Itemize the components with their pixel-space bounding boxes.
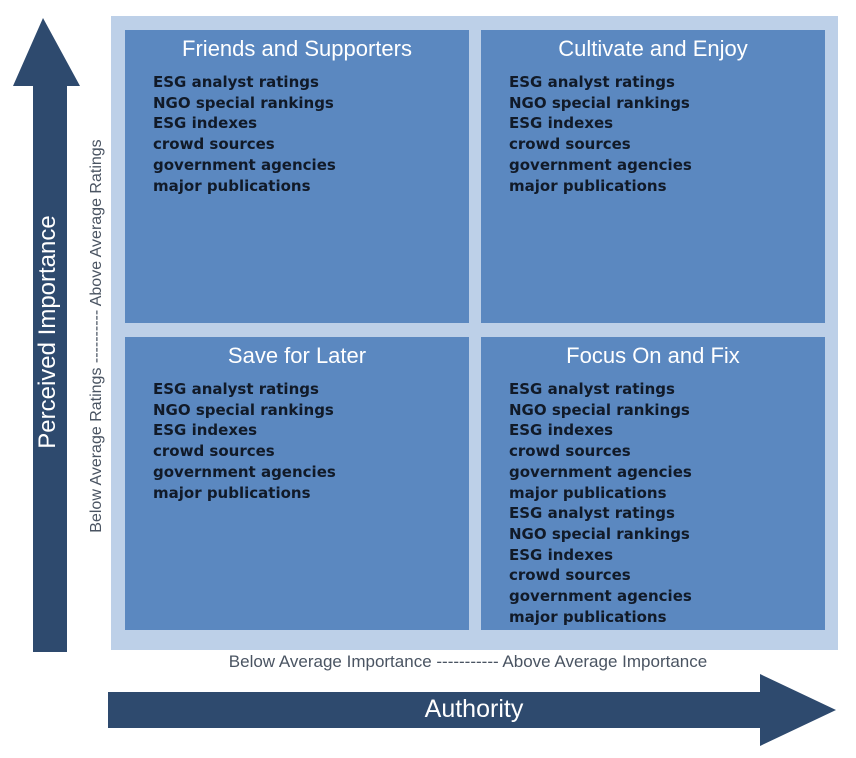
list-item: major publications <box>509 607 667 626</box>
quadrant-friends-and-supporters: Friends and Supporters ESG analyst ratin… <box>125 30 469 323</box>
list-item: NGO special rankings <box>153 400 334 419</box>
list-item: ESG analyst ratings <box>509 504 675 523</box>
list-item: government agencies <box>509 155 692 174</box>
vertical-axis-caption: Below Average Ratings ---------- Above A… <box>88 139 105 533</box>
list-item: ESG indexes <box>153 421 258 440</box>
list-item: NGO special rankings <box>509 93 690 112</box>
list-item: ESG indexes <box>509 545 614 564</box>
horizontal-axis-title: Authority <box>424 695 524 723</box>
list-item: government agencies <box>153 462 336 481</box>
list-item: NGO special rankings <box>509 400 690 419</box>
quadrant-title: Friends and Supporters <box>182 36 412 61</box>
vertical-arrow <box>13 18 80 652</box>
list-item: ESG indexes <box>153 114 258 133</box>
horizontal-arrow <box>108 674 836 746</box>
list-item: crowd sources <box>153 442 275 461</box>
list-item: ESG indexes <box>509 421 614 440</box>
list-item: crowd sources <box>153 135 275 154</box>
list-item: government agencies <box>509 462 692 481</box>
list-item: NGO special rankings <box>153 93 334 112</box>
list-item: major publications <box>509 483 667 502</box>
list-item: major publications <box>509 176 667 195</box>
quadrant-title: Cultivate and Enjoy <box>558 36 748 61</box>
vertical-axis-title: Perceived Importance <box>34 215 61 449</box>
list-item: ESG analyst ratings <box>509 380 675 398</box>
list-item: major publications <box>153 483 311 502</box>
horizontal-axis-caption: Below Average Importance ----------- Abo… <box>228 652 708 671</box>
list-item: major publications <box>153 176 311 195</box>
list-item: ESG analyst ratings <box>509 73 675 91</box>
quadrant-title: Focus On and Fix <box>566 343 740 368</box>
list-item: NGO special rankings <box>509 524 690 543</box>
list-item: crowd sources <box>509 135 631 154</box>
list-item: ESG analyst ratings <box>153 380 319 398</box>
quadrant-title: Save for Later <box>227 343 367 368</box>
list-item: crowd sources <box>509 442 631 461</box>
list-item: ESG analyst ratings <box>153 73 319 91</box>
list-item: ESG indexes <box>509 114 614 133</box>
list-item: government agencies <box>509 587 692 606</box>
list-item: crowd sources <box>509 566 631 585</box>
list-item: government agencies <box>153 155 336 174</box>
